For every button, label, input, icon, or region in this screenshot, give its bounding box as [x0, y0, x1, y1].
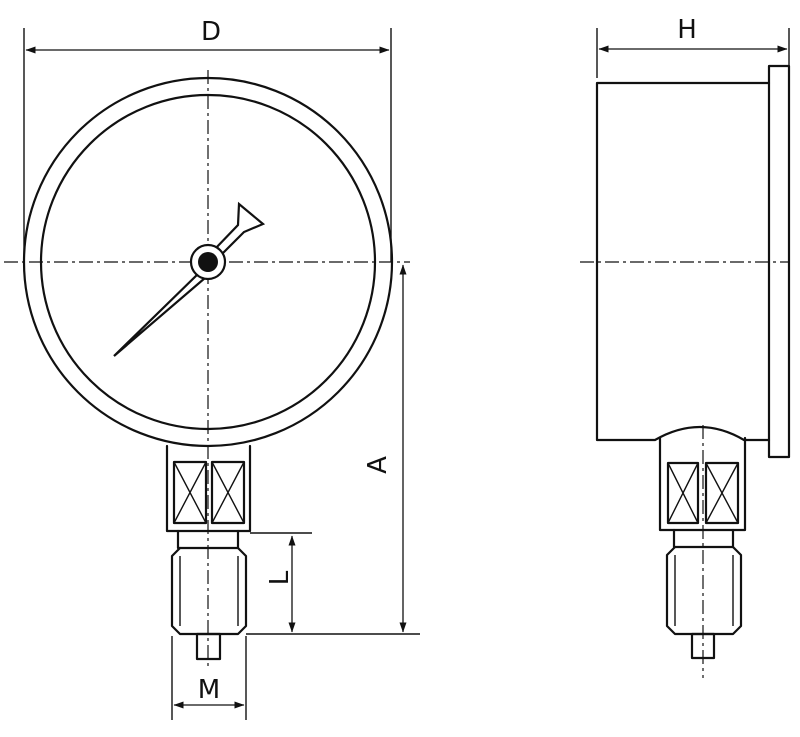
spanner-flat-left — [172, 460, 208, 525]
side-spanner-flat-left-cross — [667, 462, 699, 524]
side-spanner-flat-left — [666, 461, 700, 525]
side-thread-neck — [672, 528, 735, 549]
spanner-flat-left-cross — [173, 461, 207, 524]
socket-block — [165, 444, 252, 533]
m-label: M — [198, 675, 220, 705]
pointer-needle — [113, 270, 207, 357]
case-body — [595, 81, 771, 442]
thread-body — [170, 546, 248, 636]
d-label: D — [201, 17, 221, 47]
side-spanner-flat-right-cross — [705, 462, 739, 524]
l-label: L — [265, 570, 295, 585]
pointer-hub — [198, 252, 218, 272]
front-view: D — [4, 17, 420, 720]
gauge-pointer — [113, 201, 266, 357]
side-thread-connection — [665, 528, 743, 660]
side-pressure-port — [690, 632, 716, 660]
pointer-tail — [212, 201, 266, 259]
h-label: H — [677, 15, 697, 45]
thread-neck — [176, 529, 240, 550]
spanner-flat-right-cross — [211, 461, 245, 524]
side-thread-body — [665, 545, 743, 636]
pressure-port — [195, 632, 222, 661]
spanner-flat-right — [210, 460, 246, 525]
side-spanner-flat-right — [704, 461, 740, 525]
thread-connection — [170, 529, 248, 661]
socket-outline — [165, 444, 252, 533]
side-socket-outline — [658, 436, 747, 532]
side-view: H — [580, 15, 791, 678]
a-label: A — [363, 456, 393, 474]
side-socket-block — [658, 436, 747, 532]
